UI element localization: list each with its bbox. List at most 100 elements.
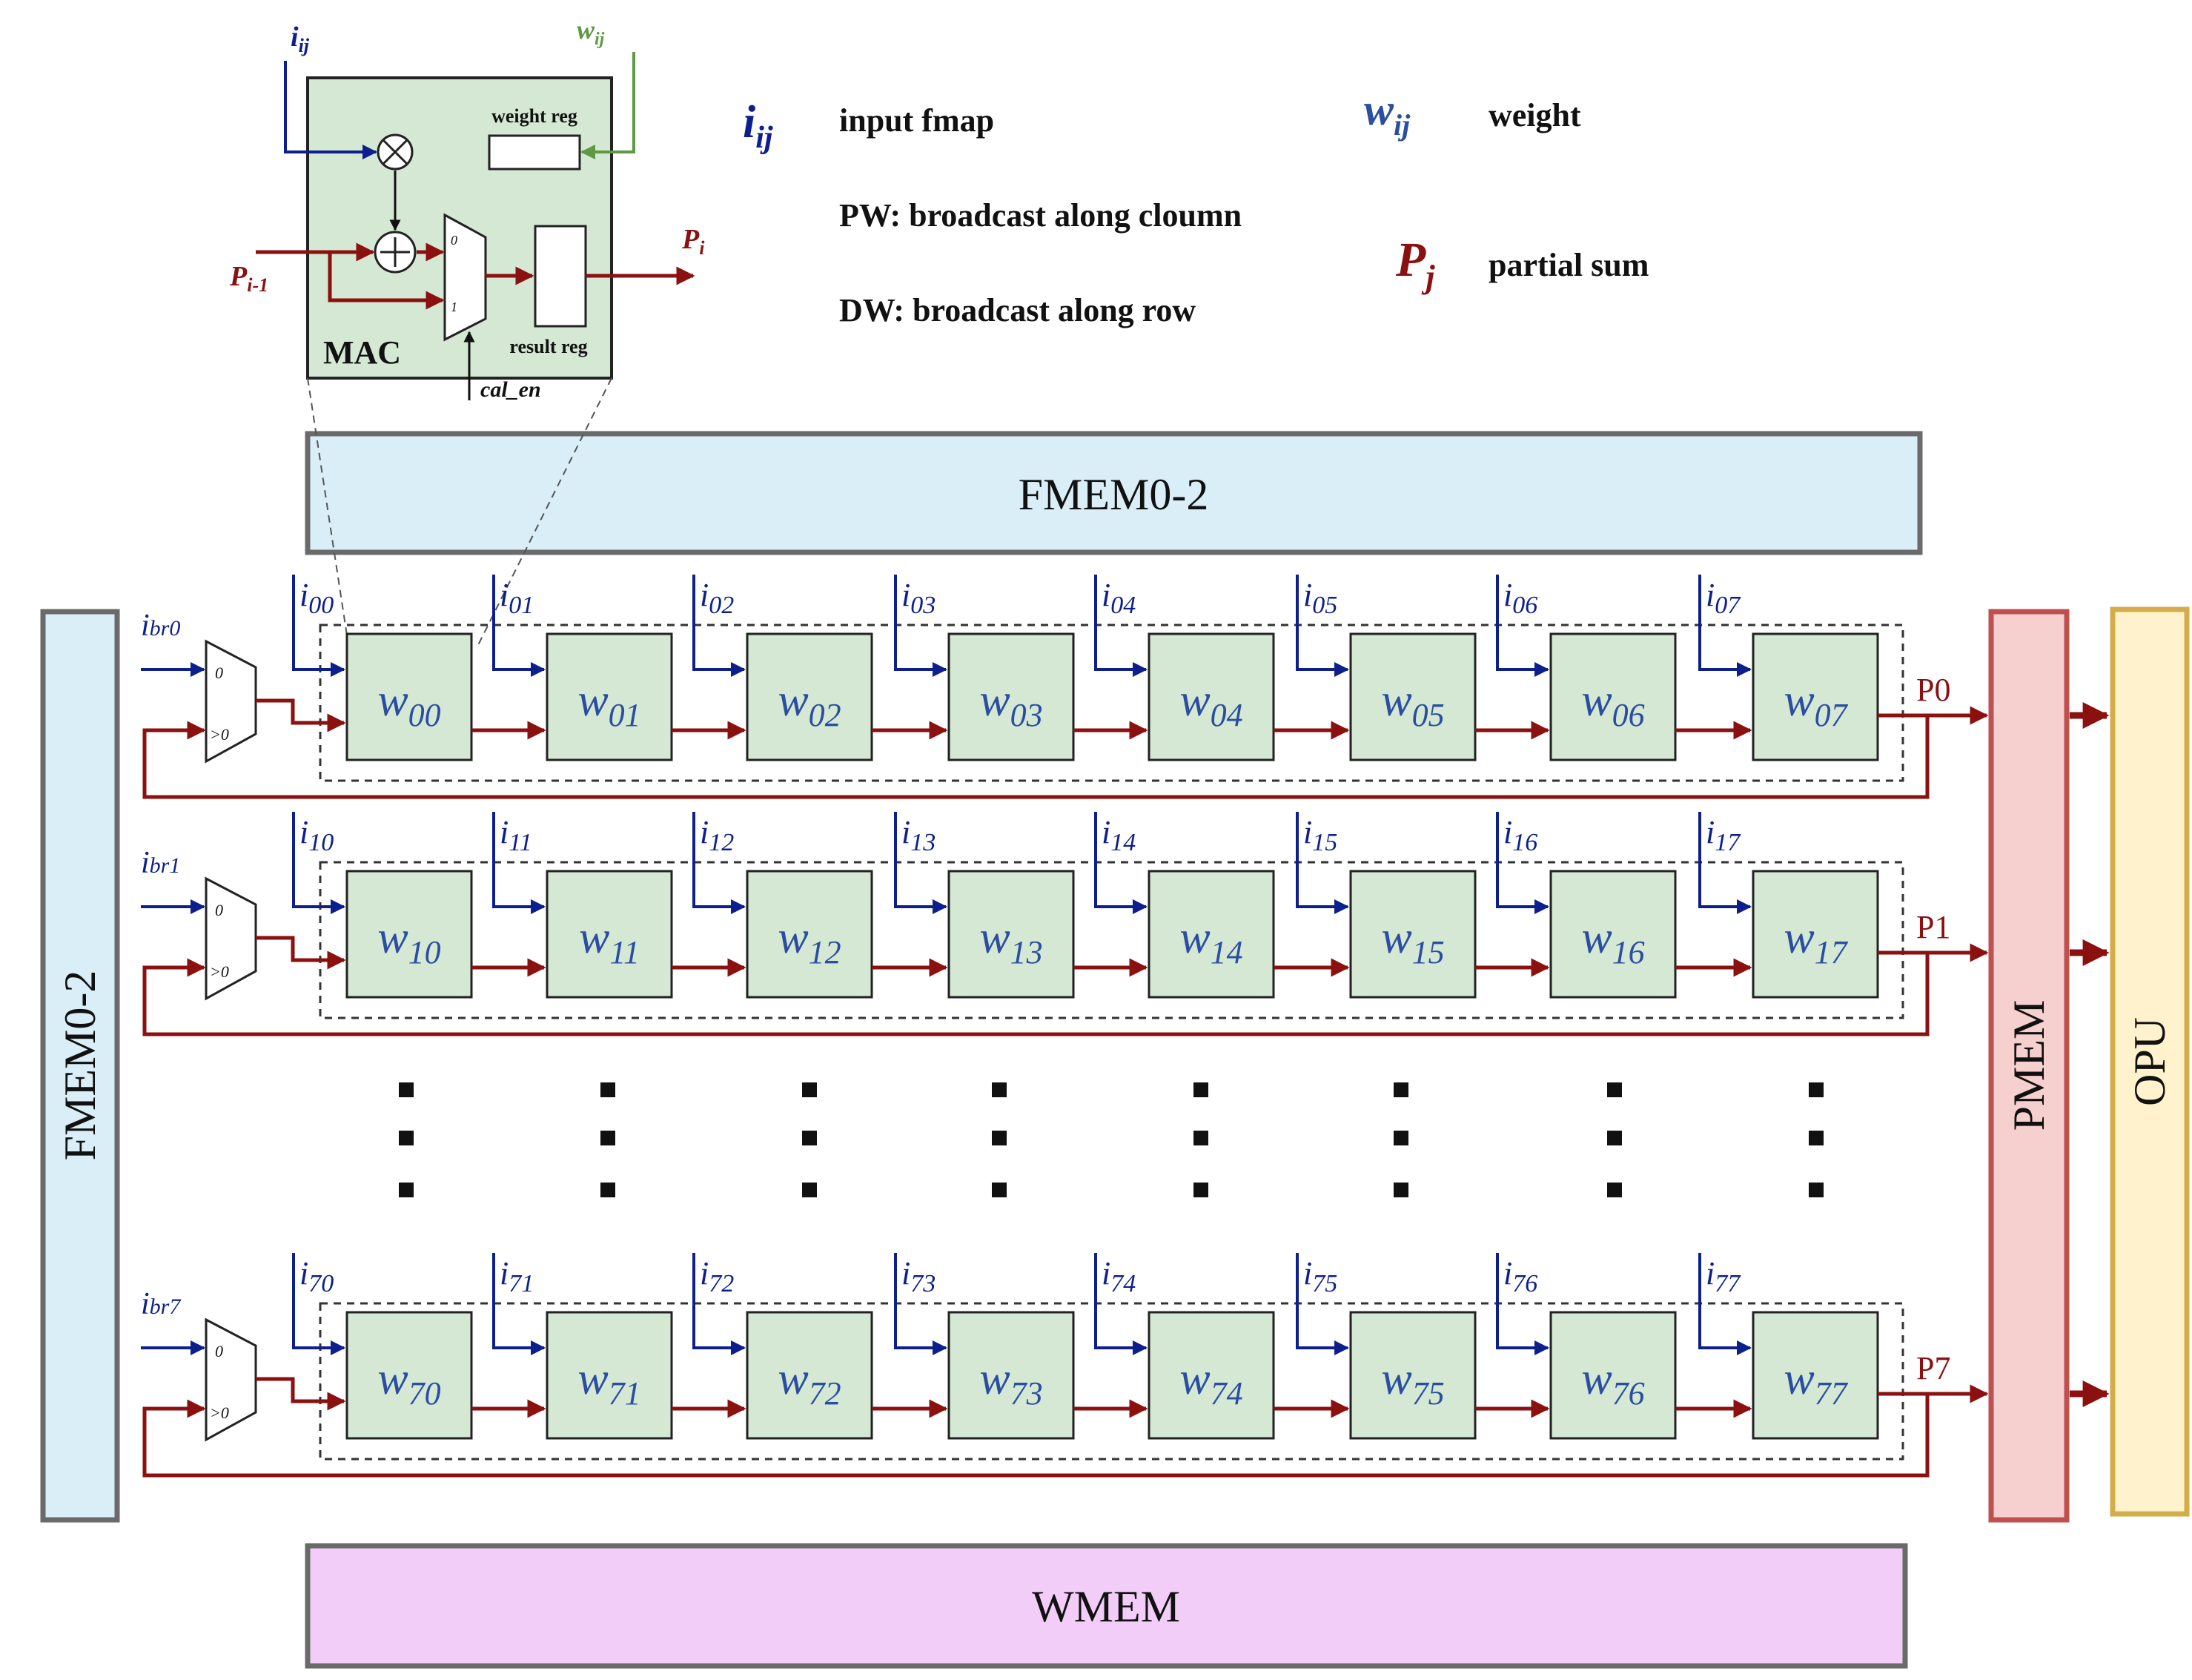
pe-box [345,870,473,999]
pe-weight-label: w05 [1381,675,1444,733]
row-mux [205,1317,257,1442]
pe-row-1: 0>0ibr1w10i10w11i11w12i12w13i13w14i14w15… [141,812,2110,1036]
pe-input-label: i15 [1303,814,1337,856]
pe-weight-label: w74 [1179,1354,1242,1412]
mux-in1-label: >0 [210,725,229,744]
pe-row-7: 0>0ibr7w70i70w71i71w72i72w73i73w74i74w75… [141,1253,2110,1478]
pe-input-label: i07 [1706,577,1741,619]
mux-in1-label: >0 [210,1403,229,1422]
pe-input-wire [1698,812,1752,914]
pe-input-label: i72 [700,1255,734,1297]
row-boundary [319,861,1904,1019]
mux-in0-label: 0 [215,1342,223,1360]
mux-output-wire [256,1377,346,1411]
mac-input-label: iij [291,22,310,56]
pe-cell: w00 i00 [292,575,546,761]
pe-box [1148,870,1275,999]
pe-cell: w05 i05 [1296,575,1550,761]
pe-input-wire [1698,575,1752,677]
pe-box [947,1311,1075,1440]
row-output-label: P7 [1916,1350,1950,1386]
pe-input-wire [1094,812,1148,914]
cal-en-label: cal_en [480,377,541,402]
pe-box [1349,1311,1477,1440]
pe-weight-label: w04 [1179,675,1242,733]
ibr-label: ibr1 [141,846,180,880]
pe-box [1148,632,1275,761]
ellipsis-dot [1394,1082,1408,1097]
pe-box [1752,870,1879,999]
ellipsis-dot [1193,1183,1208,1197]
pe-input-label: i05 [1303,577,1337,619]
pe-box [1349,632,1477,761]
mac-detail: weight reg result reg iij wij Pi-1 Pi MA… [229,15,705,646]
pe-input-label: i06 [1503,577,1537,619]
ellipsis-dot [1394,1131,1408,1145]
pe-box [1549,1311,1677,1440]
pe-input-label: i04 [1102,577,1136,619]
pe-array: 0>0ibr0w00i00w01i01w02i02w03i03w04i04w05… [141,575,2110,1478]
pe-input-label: i10 [299,814,334,856]
legend-weight-symbol: wij [1364,85,1411,142]
pe-box [345,1311,473,1440]
pe-weight-label: w10 [377,913,440,970]
pe-input-wire [1496,1253,1549,1355]
ellipsis-dot [1193,1082,1208,1097]
pe-input-label: i73 [901,1255,936,1297]
pe-input-label: i75 [1303,1255,1337,1297]
pe-cell: w10 i10 [292,812,546,999]
result-reg [534,225,587,328]
pe-box [947,632,1075,761]
pe-input-label: i14 [1102,814,1136,856]
pe-input-label: i17 [1706,814,1741,856]
pe-box [1549,632,1677,761]
pe-input-label: i70 [299,1255,334,1297]
pe-input-wire [894,575,947,677]
pe-cell: w07 i07 [1698,575,1879,761]
ellipsis-dot [1193,1131,1208,1145]
pmem-block: PMEM [1988,609,2070,1523]
pe-input-label: i00 [299,577,334,619]
pe-input-wire [292,812,345,914]
row-ellipsis [399,1082,1824,1197]
mac-mux [443,213,487,342]
row-output-label: P0 [1916,672,1950,708]
pe-box [1752,1311,1879,1440]
pe-row-0: 0>0ibr0w00i00w01i01w02i02w03i03w04i04w05… [141,575,2110,799]
ibr-label: ibr0 [141,609,180,643]
legend-psum-symbol: Pj [1395,233,1435,295]
pe-box [546,870,673,999]
pe-cell: w06 i06 [1496,575,1752,761]
pe-box [1752,632,1879,761]
opu-block: OPU [2110,606,2190,1517]
pe-cell: w01 i01 [492,575,746,761]
pe-weight-label: w00 [377,675,440,733]
ellipsis-dot [1394,1183,1408,1197]
pe-weight-label: w01 [577,675,640,733]
pe-box [1349,870,1477,999]
legend-pw-text: PW: broadcast along cloumn [839,197,1242,234]
mac-mux-in1: 1 [451,300,457,314]
pe-weight-label: w06 [1581,675,1644,733]
feedback-wire [142,715,1930,799]
pe-input-wire [292,575,345,677]
pe-input-wire [692,812,746,914]
pe-box [345,632,473,761]
legend-weight-text: weight [1489,97,1581,133]
ellipsis-dot [802,1183,817,1197]
pe-input-label: i02 [700,577,734,619]
mux-in0-label: 0 [215,901,223,919]
pe-weight-label: w73 [979,1354,1042,1412]
ellipsis-dot [399,1183,414,1197]
pe-input-label: i01 [500,577,534,619]
pe-weight-label: w07 [1784,675,1848,733]
pe-input-wire [292,1253,345,1355]
